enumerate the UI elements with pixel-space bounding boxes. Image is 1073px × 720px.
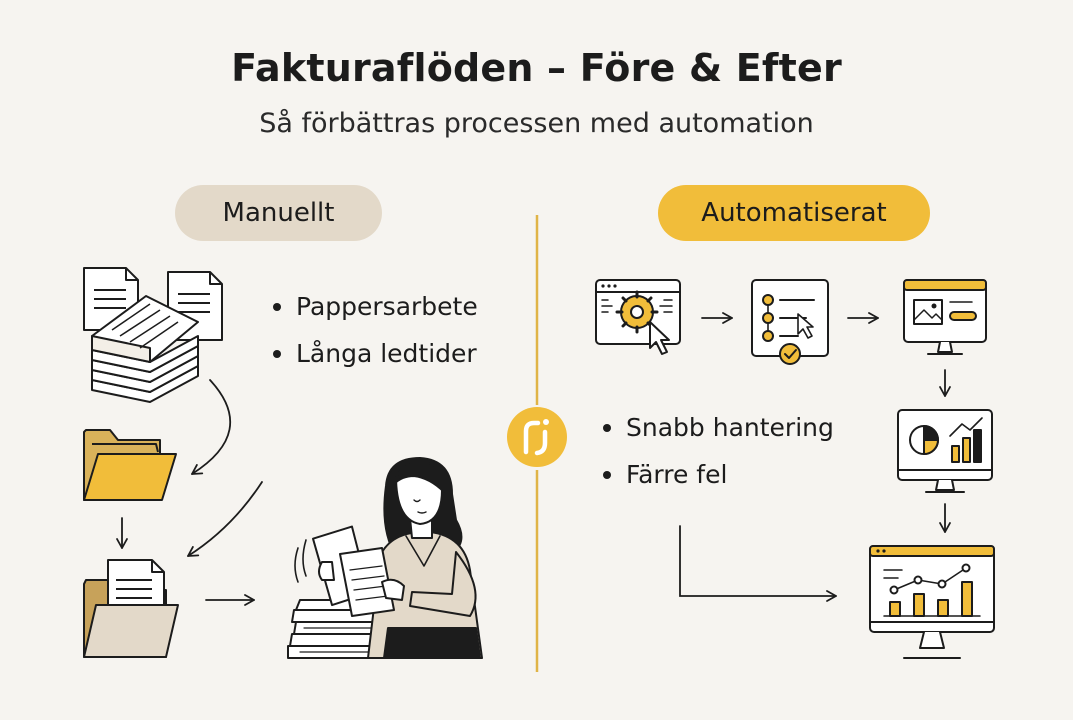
list-item: Pappersarbete (270, 283, 478, 330)
monitor-layout-icon (903, 279, 987, 355)
automated-flow-arrows (679, 312, 951, 602)
paper-stack-icon (83, 267, 223, 403)
page-subtitle: Så förbättras processen med automation (259, 108, 814, 139)
automated-label: Automatiserat (701, 198, 887, 228)
woman-with-papers-illustration (287, 457, 483, 659)
folder-icon (83, 429, 177, 501)
document-folder-icon (83, 559, 179, 658)
automated-label-pill: Automatiserat (658, 185, 930, 241)
list-item: Färre fel (600, 451, 834, 498)
manual-flow-arrows (116, 379, 263, 606)
automated-bullet-list: Snabb hantering Färre fel (600, 404, 834, 498)
manual-label-pill: Manuellt (175, 185, 382, 241)
list-item: Snabb hantering (600, 404, 834, 451)
manual-bullet-list: Pappersarbete Långa ledtider (270, 283, 478, 377)
checklist-icon (751, 279, 829, 365)
monitor-dashboard-icon (869, 545, 995, 659)
page-title: Fakturaflöden – Före & Efter (231, 46, 842, 90)
monitor-charts-icon (897, 409, 993, 493)
center-logo-icon (507, 407, 567, 467)
manual-label: Manuellt (222, 198, 335, 228)
list-item: Långa ledtider (270, 330, 478, 377)
browser-gear-click-icon (595, 279, 681, 355)
